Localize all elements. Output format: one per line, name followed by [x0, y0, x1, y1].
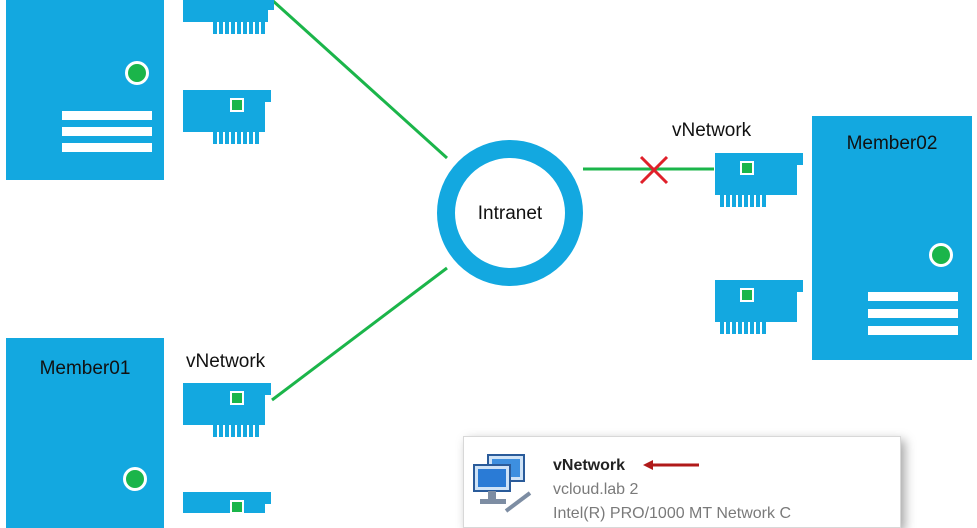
status-led-icon	[123, 467, 147, 491]
network-adapter-panel: vNetwork vcloud.lab 2 Intel(R) PRO/1000 …	[463, 436, 901, 528]
network-connection-icon	[473, 454, 532, 513]
server-label: Member02	[846, 133, 938, 154]
nic-card-icon	[183, 492, 271, 513]
disconnect-cross-icon	[639, 155, 669, 185]
vent-icon	[868, 326, 958, 335]
vent-icon	[62, 127, 152, 136]
nic-card-icon	[183, 383, 271, 437]
vent-icon	[868, 292, 958, 301]
nic-card-icon	[183, 0, 274, 34]
member02-nic-label: vNetwork	[672, 120, 752, 141]
intranet-label: Intranet	[477, 203, 543, 224]
link-member01-to-intranet	[271, 266, 448, 402]
pointer-arrow-icon	[643, 460, 699, 470]
server-member01: Member01	[6, 338, 164, 528]
server-member02: Member02	[812, 116, 972, 360]
link-topleft-to-intranet	[270, 0, 449, 160]
adapter-device: Intel(R) PRO/1000 MT Network C	[553, 505, 791, 522]
status-led-icon	[929, 243, 953, 267]
network-diagram	[183, 0, 908, 513]
status-led-icon	[125, 61, 149, 85]
adapter-network: vcloud.lab 2	[553, 481, 639, 498]
nic-card-icon	[715, 153, 803, 207]
nic-card-icon	[715, 280, 803, 334]
intranet-hub-ring	[437, 140, 583, 286]
vent-icon	[62, 143, 152, 152]
member01-nic-label: vNetwork	[186, 351, 266, 372]
nic-card-icon	[183, 90, 271, 144]
adapter-name[interactable]: vNetwork	[553, 457, 626, 474]
vent-icon	[62, 111, 152, 120]
server-label: Member01	[39, 358, 131, 379]
vent-icon	[868, 309, 958, 318]
server-top-left	[6, 0, 164, 180]
